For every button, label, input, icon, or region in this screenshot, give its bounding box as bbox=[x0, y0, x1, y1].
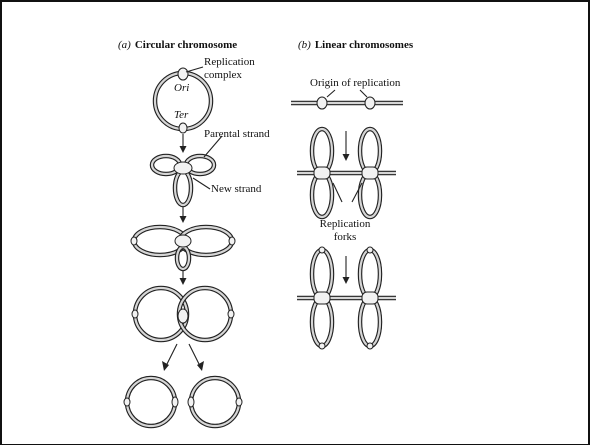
panel-b-title: (b)Linear chromosomes bbox=[298, 39, 413, 52]
ori-label: Ori bbox=[174, 82, 190, 94]
panel-a-part-label: (a) bbox=[118, 39, 131, 51]
stage2-theta bbox=[149, 135, 223, 208]
diverging-arrows bbox=[162, 343, 204, 371]
origin-icon-2 bbox=[364, 96, 376, 110]
origin-icon-1 bbox=[316, 96, 328, 110]
stage1-circle bbox=[152, 66, 214, 134]
linear-bubbles-2 bbox=[297, 246, 396, 350]
stage4-catenated-circles bbox=[131, 285, 235, 343]
panel-b-part-label: (b) bbox=[298, 39, 311, 51]
replication-complex-label: Replication complex bbox=[204, 56, 255, 81]
parental-strand-label: Parental strand bbox=[204, 128, 270, 140]
replication-forks-label: Replication forks bbox=[319, 218, 371, 243]
parental-strand-pointer bbox=[203, 135, 223, 158]
panel-a-title: (a)Circular chromosome bbox=[118, 39, 237, 52]
arrow-1 bbox=[179, 134, 187, 153]
new-strand-pointer bbox=[192, 177, 211, 190]
arrow-3 bbox=[179, 271, 187, 285]
panel-b-title-text: Linear chromosomes bbox=[314, 39, 414, 51]
arrow-2 bbox=[179, 207, 187, 223]
replication-complex-icon-2 bbox=[173, 161, 193, 175]
new-strand-label: New strand bbox=[211, 183, 262, 195]
ter-label: Ter bbox=[174, 109, 189, 121]
stage5-daughter-circles bbox=[123, 375, 243, 429]
replication-complex-pointer bbox=[185, 66, 204, 73]
replication-complex-icon bbox=[177, 67, 189, 81]
origin-of-replication-label: Origin of replication bbox=[310, 77, 401, 89]
linear-bubbles-1 bbox=[297, 126, 396, 220]
panel-a-title-text: Circular chromosome bbox=[134, 39, 238, 51]
linear-chromosome-top bbox=[291, 89, 403, 110]
ter-site-icon bbox=[178, 122, 188, 134]
stage3-figure-eight bbox=[130, 224, 236, 272]
